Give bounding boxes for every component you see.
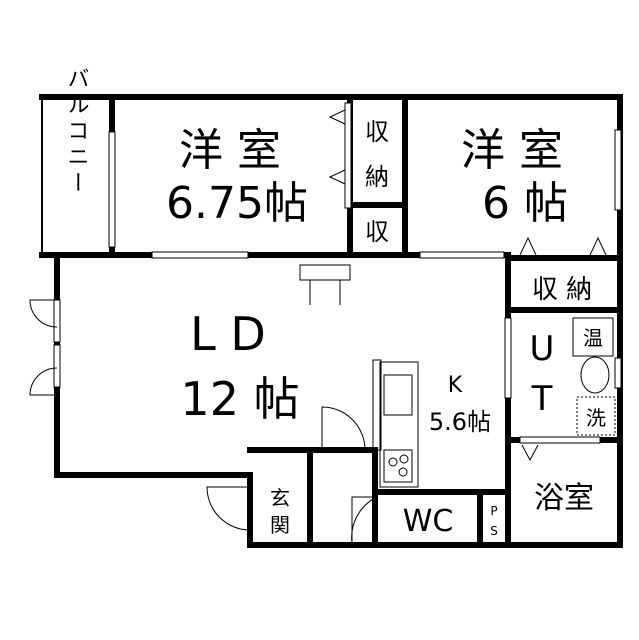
svg-text:バルコニー: バルコニー bbox=[64, 67, 89, 197]
water-heater-label: 温 bbox=[583, 326, 603, 350]
ld-size: 12 帖 bbox=[180, 372, 299, 426]
washer-label: 洗 bbox=[586, 406, 606, 430]
storage-2-label: 収 納 bbox=[532, 275, 592, 305]
kitchen-size: 5.6帖 bbox=[429, 408, 491, 436]
pipe-space-label-1: P bbox=[490, 504, 497, 518]
ld-name: L D bbox=[190, 307, 266, 361]
bathroom-label: 浴室 bbox=[534, 481, 594, 516]
windows bbox=[53, 102, 622, 444]
storage-1-label-2: 納 bbox=[365, 163, 389, 191]
kitchen-name: K bbox=[448, 373, 463, 398]
kitchen-counter bbox=[372, 317, 616, 488]
sink-icon bbox=[383, 374, 413, 416]
water-heater-box bbox=[572, 317, 614, 357]
utility-label-1: U bbox=[530, 329, 555, 369]
western-room-1-name: 洋 室 bbox=[179, 125, 281, 176]
washer-space bbox=[576, 396, 616, 436]
doors bbox=[29, 109, 607, 544]
pipe-space-label-2: S bbox=[490, 524, 498, 538]
storage-small-label: 収 bbox=[365, 218, 389, 246]
western-room-1-size: 6.75帖 bbox=[166, 178, 308, 229]
entrance-label-2: 関 bbox=[270, 513, 290, 537]
entrance-label-1: 玄 bbox=[270, 486, 290, 510]
stove-icon bbox=[383, 449, 413, 483]
western-room-2-size: 6 帖 bbox=[482, 178, 568, 229]
storage-1-label-1: 収 bbox=[365, 118, 389, 146]
toilet-label: WC bbox=[403, 504, 454, 539]
washbasin-icon bbox=[580, 356, 610, 394]
balcony-label: バルコニー bbox=[64, 67, 89, 197]
utility-label-2: T bbox=[531, 379, 553, 419]
western-room-2-name: 洋 室 bbox=[461, 125, 563, 176]
